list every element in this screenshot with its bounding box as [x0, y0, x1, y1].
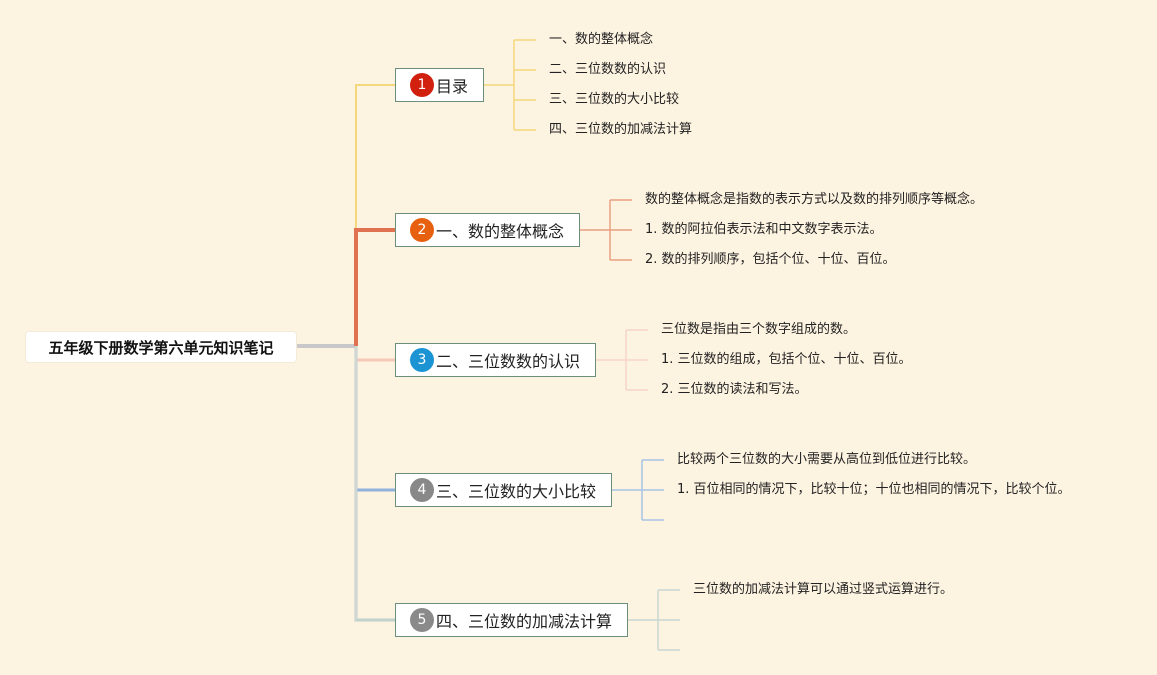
- root-title: 五年级下册数学第六单元知识笔记: [48, 338, 274, 357]
- topic-1-child-3[interactable]: 三、三位数的大小比较: [549, 92, 680, 107]
- badge-3: 3: [410, 348, 434, 372]
- topic-1-child-4[interactable]: 四、三位数的加减法计算: [549, 122, 693, 137]
- topic-3[interactable]: 3 二、三位数数的认识: [395, 343, 596, 377]
- topic-3-child-2[interactable]: 1. 三位数的组成，包括个位、十位、百位。: [661, 352, 912, 367]
- spine-topic-3: [354, 346, 395, 362]
- topic-2-child-2[interactable]: 1. 数的阿拉伯表示法和中文数字表示法。: [645, 222, 883, 237]
- branch-topic-5-children: [628, 589, 680, 651]
- topic-4[interactable]: 4 三、三位数的大小比较: [395, 473, 612, 507]
- topic-2-child-1[interactable]: 数的整体概念是指数的表示方式以及数的排列顺序等概念。: [645, 192, 984, 207]
- topic-1[interactable]: 1 目录: [395, 68, 484, 102]
- badge-2: 2: [410, 218, 434, 242]
- spine-topic-1: [355, 84, 395, 346]
- branch-topic-3-children: [596, 329, 648, 391]
- topic-3-child-3[interactable]: 2. 三位数的读法和写法。: [661, 382, 808, 397]
- topic-5-child-1[interactable]: 三位数的加减法计算可以通过竖式运算进行。: [693, 582, 954, 597]
- branch-topic-1-children: [484, 39, 536, 131]
- branch-topic-2-children: [580, 199, 632, 261]
- topic-4-label: 三、三位数的大小比较: [436, 482, 597, 501]
- topic-2-child-3[interactable]: 2. 数的排列顺序，包括个位、十位、百位。: [645, 252, 896, 267]
- topic-2-label: 一、数的整体概念: [436, 222, 565, 241]
- badge-4: 4: [410, 478, 434, 502]
- badge-1: 1: [410, 73, 434, 97]
- topic-3-label: 二、三位数数的认识: [436, 352, 581, 371]
- topic-5[interactable]: 5 四、三位数的加减法计算: [395, 603, 628, 637]
- topic-3-child-1[interactable]: 三位数是指由三个数字组成的数。: [661, 322, 857, 337]
- topic-5-label: 四、三位数的加减法计算: [436, 612, 613, 631]
- badge-5: 5: [410, 608, 434, 632]
- topic-4-child-2[interactable]: 1. 百位相同的情况下，比较十位；十位也相同的情况下，比较个位。: [677, 482, 1071, 497]
- topic-1-child-2[interactable]: 二、三位数数的认识: [549, 62, 667, 77]
- branch-topic-4-children: [612, 459, 664, 521]
- root-topic[interactable]: 五年级下册数学第六单元知识笔记: [26, 332, 296, 362]
- spine-topic-4: [354, 346, 395, 492]
- topic-2[interactable]: 2 一、数的整体概念: [395, 213, 580, 247]
- topic-4-child-1[interactable]: 比较两个三位数的大小需要从高位到低位进行比较。: [677, 452, 977, 467]
- spine-topic-2: [354, 228, 395, 346]
- spine-topic-5: [354, 346, 395, 622]
- topic-1-child-1[interactable]: 一、数的整体概念: [549, 32, 654, 47]
- topic-1-label: 目录: [436, 77, 469, 96]
